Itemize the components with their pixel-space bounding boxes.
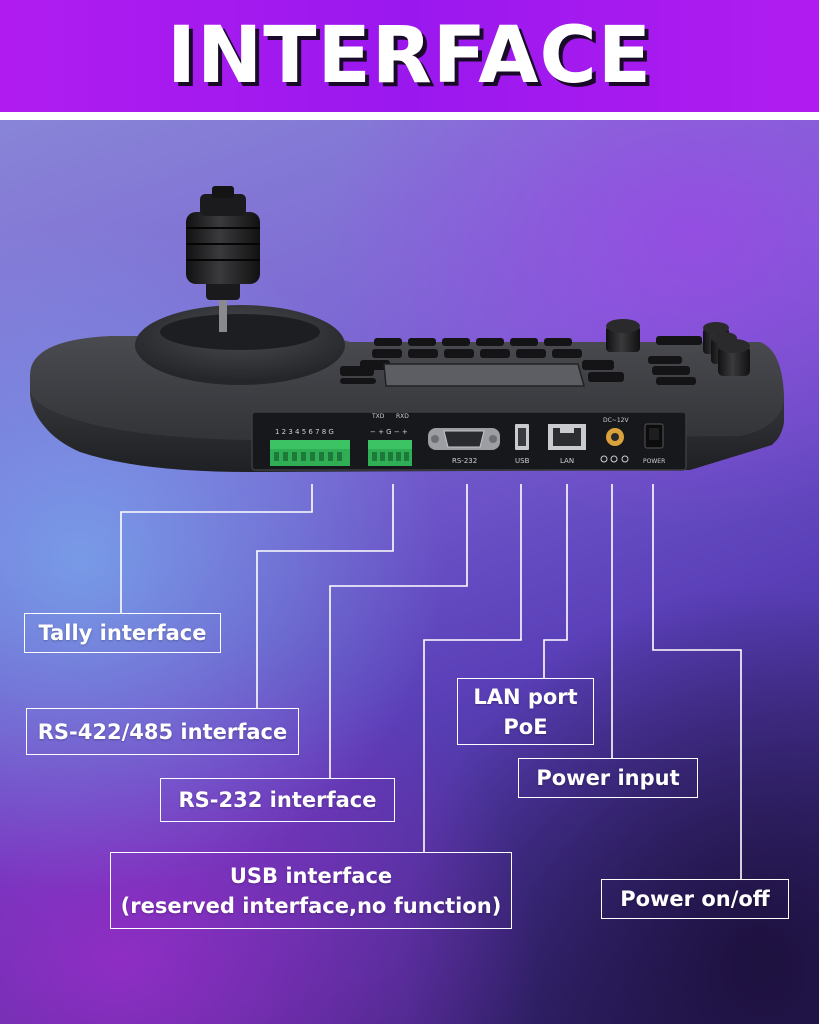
power-label: POWER — [643, 458, 665, 465]
usb-label: USB — [515, 457, 530, 465]
rs422-connector-line — [256, 484, 394, 708]
lan-label: LAN — [560, 457, 574, 465]
title-banner: INTERFACE — [0, 0, 819, 112]
rs232-interface-label: RS-232 interface — [160, 778, 395, 822]
lcd-screen — [383, 363, 585, 387]
rs422-pin-labels: − + G − + — [370, 428, 408, 436]
usb-interface-label: USB interface (reserved interface,no fun… — [110, 852, 512, 929]
joystick — [186, 186, 260, 332]
usb-connector-line — [423, 484, 522, 852]
control-knobs — [606, 319, 750, 376]
dc-label: DC~12V — [603, 417, 629, 424]
rs232-db9-port: RS-232 — [428, 428, 500, 465]
joystick-base-ring — [160, 314, 320, 350]
lan-connector-line — [543, 484, 568, 678]
lan-port: LAN — [548, 424, 586, 465]
tally-connector-line — [120, 484, 313, 613]
usb-port: USB — [515, 424, 530, 465]
rs422-interface-label: RS-422/485 interface — [26, 708, 299, 755]
rs232-connector-line — [329, 484, 468, 778]
banner-divider — [0, 112, 819, 120]
rs232-label: RS-232 — [452, 457, 477, 465]
power-switch: POWER — [643, 423, 665, 465]
page-title: INTERFACE — [166, 11, 653, 101]
rear-connector-panel: 1 2 3 4 5 6 7 8 G TXD RXD − + G − + — [251, 411, 687, 471]
power-input-label: Power input — [518, 758, 698, 798]
keypad-buttons — [340, 336, 702, 385]
txd-label: TXD — [371, 413, 385, 420]
lan-port-label: LAN port PoE — [457, 678, 594, 745]
tally-interface-label: Tally interface — [24, 613, 221, 653]
tally-pin-labels: 1 2 3 4 5 6 7 8 G — [275, 428, 334, 436]
dc-power-jack: DC~12V — [600, 417, 629, 463]
power-switch-connector-line — [652, 484, 742, 879]
rxd-label: RXD — [396, 413, 409, 420]
power-switch-label: Power on/off — [601, 879, 789, 919]
tally-terminal-block: 1 2 3 4 5 6 7 8 G — [270, 428, 350, 466]
rs422-terminal-block: TXD RXD − + G − + — [368, 413, 412, 466]
